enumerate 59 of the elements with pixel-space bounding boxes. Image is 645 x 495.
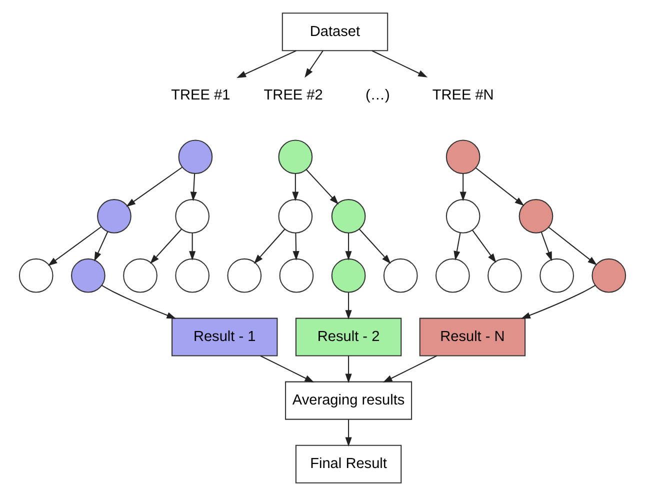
arrow bbox=[345, 355, 352, 383]
arrow bbox=[190, 173, 197, 201]
node-circle bbox=[436, 258, 470, 292]
arrow bbox=[48, 226, 102, 266]
node-circle bbox=[227, 258, 262, 292]
arrow bbox=[306, 168, 339, 204]
node-text: TREE #1 bbox=[171, 86, 230, 103]
arrow bbox=[520, 284, 596, 318]
node-circle bbox=[331, 198, 366, 233]
node-circle bbox=[488, 258, 522, 292]
arrow bbox=[101, 284, 176, 318]
arrow bbox=[475, 166, 524, 206]
arrow bbox=[358, 228, 391, 264]
arrow bbox=[260, 354, 314, 382]
node-circle bbox=[518, 198, 554, 233]
arrow bbox=[236, 50, 296, 78]
arrow bbox=[189, 232, 196, 260]
arrow bbox=[472, 229, 496, 262]
node-circle bbox=[540, 258, 574, 292]
arrow bbox=[304, 50, 324, 78]
arrow bbox=[548, 226, 598, 265]
node-circle bbox=[446, 198, 480, 233]
arrow bbox=[454, 232, 461, 260]
arrow bbox=[292, 232, 300, 260]
node-circle bbox=[18, 258, 54, 292]
arrow bbox=[460, 173, 466, 201]
arrow bbox=[150, 228, 182, 264]
node-text: TREE #2 bbox=[264, 86, 323, 103]
node-box: Result - 1 bbox=[172, 317, 278, 356]
arrow bbox=[345, 418, 352, 446]
node-circle bbox=[175, 258, 210, 292]
node-box: Result - N bbox=[419, 317, 526, 356]
node-circle bbox=[71, 258, 106, 292]
node-circle bbox=[278, 139, 313, 174]
arrow bbox=[292, 173, 299, 201]
node-box: Result - 2 bbox=[295, 317, 402, 356]
arrow bbox=[345, 232, 352, 260]
node-circle bbox=[331, 258, 366, 292]
node-box: Dataset bbox=[282, 12, 388, 51]
label: (…) bbox=[366, 86, 390, 103]
node-box: Final Result bbox=[295, 444, 402, 483]
arrow bbox=[372, 50, 428, 77]
node-circle bbox=[175, 198, 210, 233]
node-text: TREE #N bbox=[432, 86, 494, 103]
arrow bbox=[345, 292, 352, 320]
arrow bbox=[126, 166, 182, 206]
node-box: Averaging results bbox=[285, 380, 412, 420]
arrow bbox=[254, 228, 286, 264]
node-circle bbox=[97, 198, 132, 233]
node-circle bbox=[278, 198, 313, 233]
node-circle bbox=[123, 258, 158, 292]
node-circle bbox=[279, 258, 314, 292]
arrow bbox=[382, 354, 437, 382]
node-circle bbox=[178, 139, 213, 174]
arrow bbox=[94, 231, 108, 261]
node-circle bbox=[446, 139, 480, 174]
node-circle bbox=[592, 258, 626, 292]
arrow bbox=[540, 231, 552, 261]
node-circle bbox=[383, 258, 418, 292]
